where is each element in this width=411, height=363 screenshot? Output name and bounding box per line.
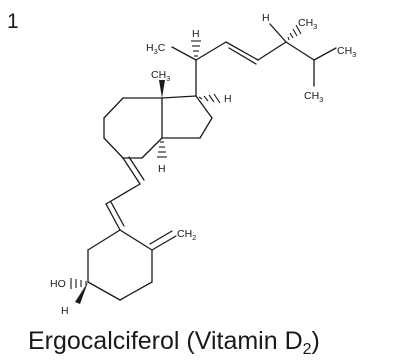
h-c24-label: H [262,12,270,24]
angular-methyl-wedge [159,80,165,98]
ch3-top-label: CH3 [298,17,317,31]
c14-hash-bond [157,141,167,158]
ring-cyclohexane-c [103,97,163,159]
h3c-left-label: H3C [146,42,166,56]
ring-a [87,229,153,301]
angular-methyl-label: CH3 [151,69,170,83]
h-c17-label: H [224,93,232,105]
h-c20-label: H [192,28,200,40]
side-chain [171,41,337,97]
c3-h-wedge [75,282,88,304]
ring-cyclopentane-d [161,95,213,139]
c20-hash-bond [191,40,201,57]
c24-hash-bond [287,24,302,41]
triene-linker [105,156,145,231]
ho-label: HO [50,278,66,290]
exocyclic-methylene [149,230,177,251]
ch2-label: CH2 [177,228,196,242]
figure-number: 1 [7,10,19,33]
compound-caption: Ergocalciferol (Vitamin D2) [28,327,320,358]
c17-hash-bond [198,93,221,104]
ch3-right-label: CH3 [337,45,356,59]
c3-hash-bond [70,278,87,289]
ch3-lower-label: CH3 [304,90,323,104]
h-c14-label: H [158,163,166,175]
h-c3-label: H [61,305,69,317]
